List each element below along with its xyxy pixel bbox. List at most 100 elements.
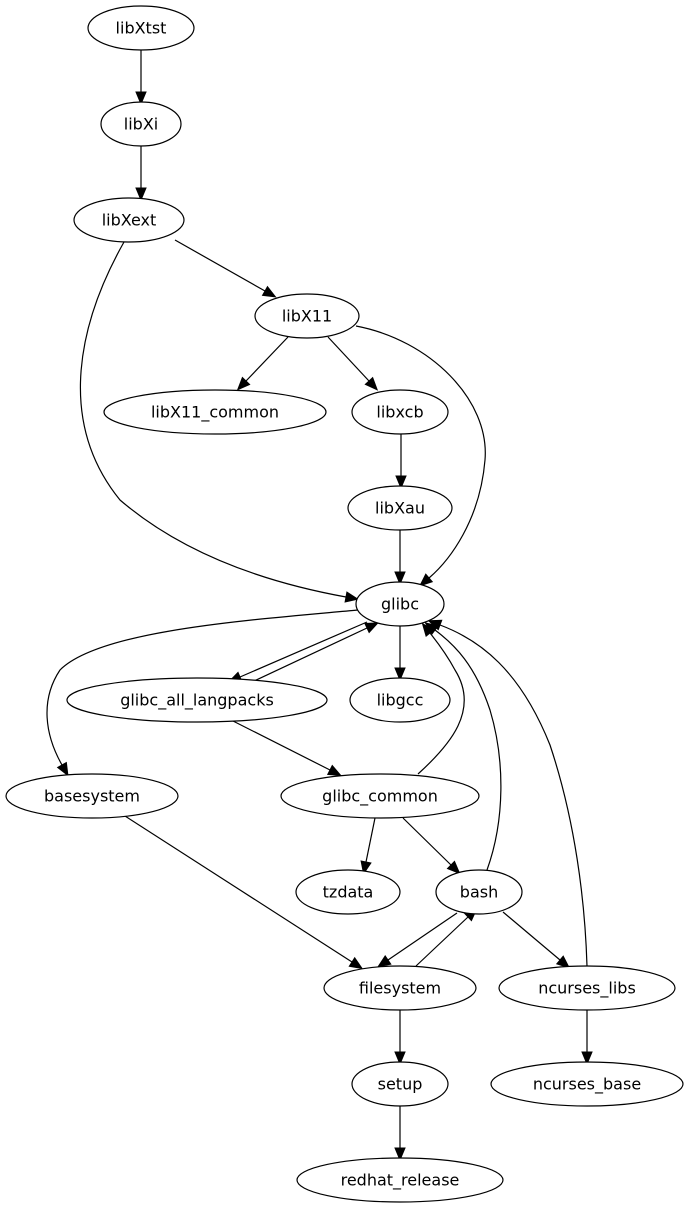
arrowhead-icon [348, 956, 364, 970]
arrowhead-icon [344, 591, 360, 603]
arrowhead-icon [427, 619, 443, 631]
node-label: libXau [375, 499, 425, 518]
node-libXtst[interactable]: libXtst [87, 5, 195, 51]
node-label: tzdata [323, 883, 374, 902]
edge-line [355, 325, 486, 579]
edge-line [387, 912, 458, 961]
node-ellipse [100, 101, 182, 147]
arrowhead-icon [395, 475, 407, 490]
edge-libX11-to-glibc [355, 325, 486, 587]
node-label: filesystem [359, 979, 441, 998]
edge-bash-to-glibc [424, 622, 502, 871]
node-glibc[interactable]: glibc [355, 581, 445, 627]
arrowhead-icon [581, 1051, 593, 1066]
edge-line [46, 609, 359, 766]
node-libXi[interactable]: libXi [100, 101, 182, 147]
arrowhead-icon [56, 761, 69, 777]
node-libXext[interactable]: libXext [73, 197, 185, 243]
node-label: bash [460, 883, 498, 902]
edge-line [251, 627, 368, 683]
edge-glibc_all_langpacks-to-glibc [251, 622, 380, 683]
edge-line [434, 629, 502, 871]
node-label: setup [378, 1075, 423, 1094]
node-label: libXtst [116, 19, 167, 38]
node-redhat-release[interactable]: redhat_release [296, 1157, 504, 1203]
node-ellipse [280, 773, 480, 819]
node-ncurses-libs[interactable]: ncurses_libs [498, 965, 676, 1011]
node-label: redhat_release [341, 1171, 460, 1191]
edge-filesystem-to-setup [394, 1010, 406, 1066]
node-ellipse [349, 677, 451, 723]
arrowhead-icon [555, 955, 571, 969]
node-ellipse [73, 197, 185, 243]
node-libXau[interactable]: libXau [347, 485, 453, 531]
edge-glibc-to-libgcc [394, 626, 406, 682]
arrowhead-icon [394, 1051, 406, 1066]
edge-line [174, 239, 266, 292]
edge-glibc_all_langpacks-to-glibc_common [232, 720, 342, 776]
edge-line [402, 817, 452, 866]
node-libgcc[interactable]: libgcc [349, 677, 451, 723]
edge-line [365, 817, 376, 863]
edge-line [79, 241, 347, 598]
node-label: glibc [381, 595, 419, 614]
node-ellipse [103, 389, 327, 435]
edge-libXtst-to-libXi [135, 50, 147, 106]
edge-line [124, 815, 353, 963]
edge-bash-to-filesystem [377, 912, 458, 968]
edge-line [415, 916, 469, 967]
node-label: libgcc [377, 691, 424, 710]
arrowhead-icon [377, 954, 392, 968]
node-label: glibc_all_langpacks [120, 691, 274, 711]
edge-glibc-to-glibc_all_langpacks [227, 621, 368, 683]
node-glibc-common[interactable]: glibc_common [280, 773, 480, 819]
edge-glibc_common-to-tzdata [360, 817, 376, 876]
edge-line [239, 621, 368, 678]
arrowhead-icon [364, 622, 380, 634]
node-tzdata[interactable]: tzdata [295, 869, 401, 915]
edges-layer [46, 50, 593, 1162]
edge-line [439, 624, 588, 967]
node-label: ncurses_base [533, 1075, 641, 1095]
node-ellipse [66, 677, 328, 723]
node-ellipse [323, 965, 477, 1011]
edge-libX11-to-libX11_common [236, 336, 289, 391]
arrowhead-icon [394, 571, 406, 586]
node-label: libXi [124, 115, 158, 134]
node-libX11[interactable]: libX11 [254, 293, 360, 339]
arrowhead-icon [326, 764, 342, 776]
node-setup[interactable]: setup [351, 1061, 449, 1107]
arrowhead-icon [394, 667, 406, 682]
edge-ncurses_libs-to-ncurses_base [581, 1010, 593, 1066]
node-ellipse [498, 965, 676, 1011]
node-ncurses-base[interactable]: ncurses_base [490, 1061, 684, 1107]
edge-glibc_common-to-bash [402, 817, 461, 875]
node-filesystem[interactable]: filesystem [323, 965, 477, 1011]
node-bash[interactable]: bash [435, 869, 523, 915]
edge-glibc-to-basesystem [46, 609, 359, 777]
edge-basesystem-to-filesystem [124, 815, 364, 970]
edge-line [502, 911, 561, 961]
node-ellipse [355, 581, 445, 627]
node-glibc-all-langpacks[interactable]: glibc_all_langpacks [66, 677, 328, 723]
node-ellipse [351, 1061, 449, 1107]
edge-libXi-to-libXext [135, 146, 147, 202]
node-ellipse [296, 1157, 504, 1203]
edge-libXext-to-glibc [79, 241, 360, 603]
edge-line [232, 720, 331, 771]
node-libX11-common[interactable]: libX11_common [103, 389, 327, 435]
edge-filesystem-to-bash [415, 907, 478, 967]
arrowhead-icon [135, 187, 147, 202]
node-libxcb[interactable]: libxcb [351, 389, 449, 435]
node-basesystem[interactable]: basesystem [5, 773, 179, 819]
edge-libXau-to-glibc [394, 530, 406, 586]
node-label: libX11_common [151, 403, 279, 423]
node-ellipse [490, 1061, 684, 1107]
edge-libXext-to-libX11 [174, 239, 277, 298]
arrowhead-icon [261, 285, 277, 298]
node-ellipse [254, 293, 360, 339]
node-ellipse [351, 389, 449, 435]
edge-ncurses_libs-to-glibc [427, 619, 588, 967]
